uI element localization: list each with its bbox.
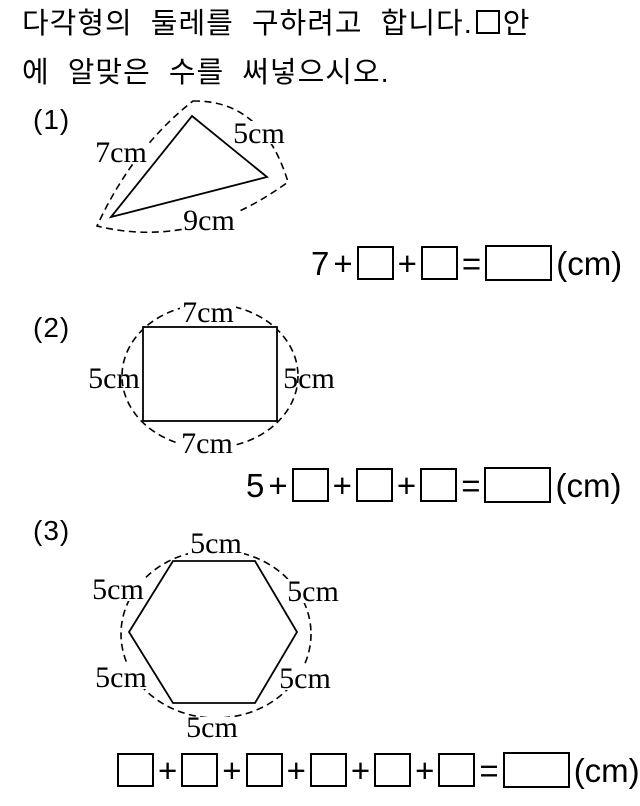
equals-sign: = [461, 244, 482, 282]
problem-statement: 다각형의 둘레를 구하려고 합니다. 안 에 알맞은 수를 써넣으시오. [22, 0, 632, 98]
side-length-label: 5cm [88, 362, 140, 395]
result-box[interactable] [502, 752, 570, 788]
triangle-figure: 7cm 5cm 9cm [93, 100, 289, 237]
side-length-label: 5cm [233, 117, 285, 150]
plus-operator: + [396, 466, 417, 504]
equation-number: 7 [311, 244, 330, 282]
equation-row-1: 7++=(cm) [311, 242, 622, 284]
plus-operator: + [222, 751, 242, 789]
answer-box[interactable] [420, 468, 458, 502]
result-box[interactable] [484, 467, 552, 503]
statement-text: 안 [502, 8, 531, 40]
hexagon-figure: 5cm 5cm 5cm 5cm 5cm 5cm [91, 527, 340, 744]
perimeter-dashed-outline [121, 303, 299, 449]
label-background [180, 301, 236, 325]
label-background [231, 121, 287, 144]
side-length-label: 5cm [283, 362, 335, 395]
blank-box-symbol [475, 10, 500, 34]
side-length-label: 7cm [182, 296, 234, 329]
plus-operator: + [333, 244, 353, 282]
answer-box[interactable] [117, 753, 154, 787]
result-box[interactable] [485, 245, 553, 281]
label-background [93, 138, 149, 163]
statement-text: 다각형의 둘레를 구하려고 합니다. [22, 8, 473, 40]
plus-operator: + [397, 244, 417, 282]
plus-operator: + [415, 751, 435, 789]
label-background [91, 577, 145, 601]
side-length-label: 5cm [279, 662, 331, 695]
plus-operator: + [158, 751, 178, 789]
answer-box[interactable] [245, 753, 283, 787]
label-background [185, 717, 240, 740]
unit-label: (cm) [555, 466, 622, 504]
plus-operator: + [286, 751, 306, 789]
answer-box[interactable] [420, 246, 458, 280]
statement-line-2: 에 알맞은 수를 써넣으시오. [22, 49, 632, 98]
problem-number-1: (1) [33, 104, 71, 135]
label-background [182, 209, 237, 233]
side-length-label: 5cm [287, 575, 339, 608]
side-length-label: 7cm [181, 427, 233, 460]
rectangle-figure: 7cm 5cm 5cm 7cm [88, 296, 335, 460]
side-length-label: 9cm [183, 204, 235, 237]
answer-box[interactable] [438, 753, 476, 787]
side-length-label: 7cm [95, 136, 147, 169]
problem-number-3: (3) [33, 515, 71, 546]
equals-sign: = [461, 466, 481, 504]
answer-box[interactable] [374, 753, 412, 787]
answer-box[interactable] [309, 753, 347, 787]
label-background [278, 666, 332, 690]
equation-number: 5 [246, 466, 265, 504]
unit-label: (cm) [556, 244, 623, 282]
answer-box[interactable] [181, 753, 219, 787]
side-length-label: 5cm [190, 527, 242, 560]
answer-box[interactable] [355, 468, 393, 502]
hexagon-shape [127, 560, 299, 704]
unit-label: (cm) [573, 751, 640, 789]
label-background [188, 532, 244, 555]
equals-sign: = [479, 751, 499, 789]
answer-box[interactable] [291, 468, 329, 502]
equation-row-2: 5+++=(cm) [246, 464, 621, 506]
plus-operator: + [268, 466, 288, 504]
label-background [94, 665, 148, 689]
equation-row-3: + + + + + = (cm) [117, 749, 640, 791]
statement-line-1: 다각형의 둘레를 구하려고 합니다. 안 [22, 0, 632, 49]
side-length-label: 5cm [92, 573, 144, 606]
label-background [286, 579, 340, 603]
answer-box[interactable] [356, 246, 394, 280]
plus-operator: + [332, 466, 352, 504]
statement-text: 에 알맞은 수를 써넣으시오. [22, 57, 390, 89]
triangle-shape [108, 114, 269, 219]
side-length-label: 5cm [186, 711, 238, 744]
rectangle-shape [142, 326, 278, 422]
side-length-label: 5cm [95, 661, 147, 694]
label-background [179, 432, 235, 456]
problem-number-2: (2) [33, 312, 71, 343]
plus-operator: + [350, 751, 371, 789]
